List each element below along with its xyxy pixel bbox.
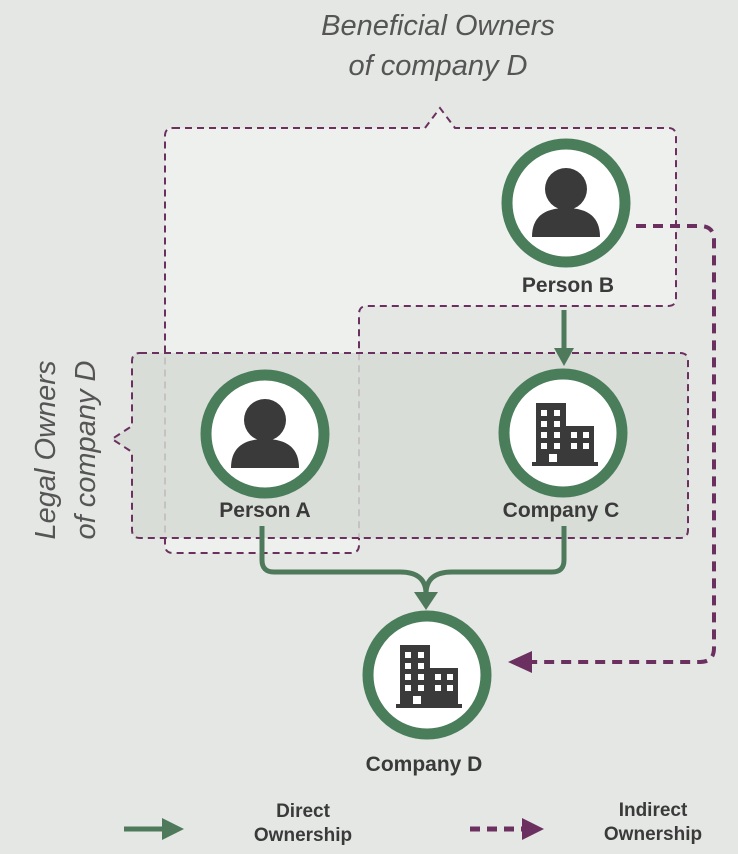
legend-direct-line2: Ownership <box>253 825 353 846</box>
direct-arrow-c-to-d <box>423 526 567 595</box>
person-a-label: Person A <box>219 499 311 522</box>
person-icon <box>231 399 299 468</box>
indirect-ownership-arrow <box>530 224 716 664</box>
company-c-label: Company C <box>502 499 620 522</box>
building-icon <box>532 403 598 466</box>
node-company-d[interactable] <box>362 610 492 740</box>
indirect-arrowhead <box>508 651 532 673</box>
legal-owners-title-line1: Legal Owners <box>30 360 62 540</box>
beneficial-owners-title-line2: of company D <box>348 50 528 82</box>
legend-direct-label: Direct Ownership <box>254 800 352 848</box>
legend-direct-line1: Direct <box>276 801 330 822</box>
node-company-c[interactable] <box>498 368 628 498</box>
legend-indirect-arrow <box>470 818 544 840</box>
legend-indirect-label: Indirect Ownership <box>604 799 702 847</box>
beneficial-owners-title: Beneficial Owners of company D <box>321 6 555 86</box>
legend-direct-arrow <box>124 818 184 840</box>
person-b-label: Person B <box>521 274 615 297</box>
legal-owners-title-line2: of company D <box>70 360 102 540</box>
person-icon <box>532 168 600 237</box>
building-icon <box>396 645 462 708</box>
legal-owners-title: Legal Owners of company D <box>26 361 106 540</box>
node-person-b[interactable] <box>501 138 631 268</box>
legend-indirect-line2: Ownership <box>603 824 703 845</box>
node-person-a[interactable] <box>200 369 330 499</box>
direct-arrowhead-b-to-c <box>554 348 574 366</box>
direct-arrowhead-to-d <box>414 592 438 610</box>
direct-arrow-a-to-d <box>259 526 429 595</box>
legend-indirect-line1: Indirect <box>618 800 688 821</box>
company-d-label: Company D <box>365 753 483 776</box>
beneficial-owners-title-line1: Beneficial Owners <box>321 10 555 42</box>
